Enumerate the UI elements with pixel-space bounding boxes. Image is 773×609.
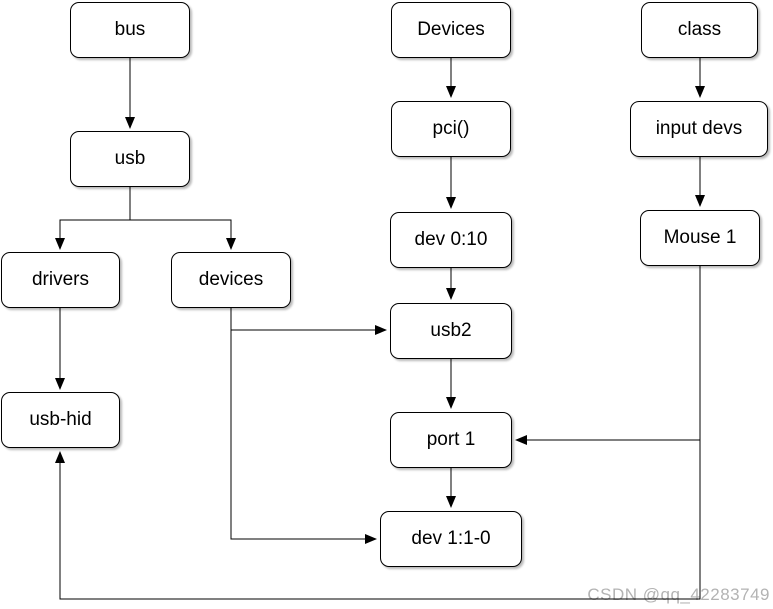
node-dev-1-1-0: dev 1:1-0 <box>380 511 522 567</box>
edge-devices-dev110 <box>230 330 377 544</box>
edge-devices-usb2 <box>230 308 387 335</box>
node-port-1: port 1 <box>390 412 512 468</box>
node-usb2: usb2 <box>390 303 512 359</box>
node-usb: usb <box>70 131 190 187</box>
node-mouse-1: Mouse 1 <box>640 210 760 266</box>
node-bus: bus <box>70 2 190 58</box>
node-pci: pci() <box>391 101 511 157</box>
node-drivers: drivers <box>1 252 120 308</box>
edge-usb-devices <box>130 219 236 250</box>
edge-mouse1-port1 <box>515 266 701 445</box>
node-dev-0-10: dev 0:10 <box>390 212 512 268</box>
node-devices-root: Devices <box>391 2 511 58</box>
node-devices: devices <box>171 252 291 308</box>
edge-mouse1-usbhid <box>55 440 701 600</box>
node-class: class <box>641 2 758 58</box>
node-usb-hid: usb-hid <box>1 392 120 448</box>
node-input-devs: input devs <box>630 101 768 157</box>
edge-usb-drivers <box>55 187 131 250</box>
